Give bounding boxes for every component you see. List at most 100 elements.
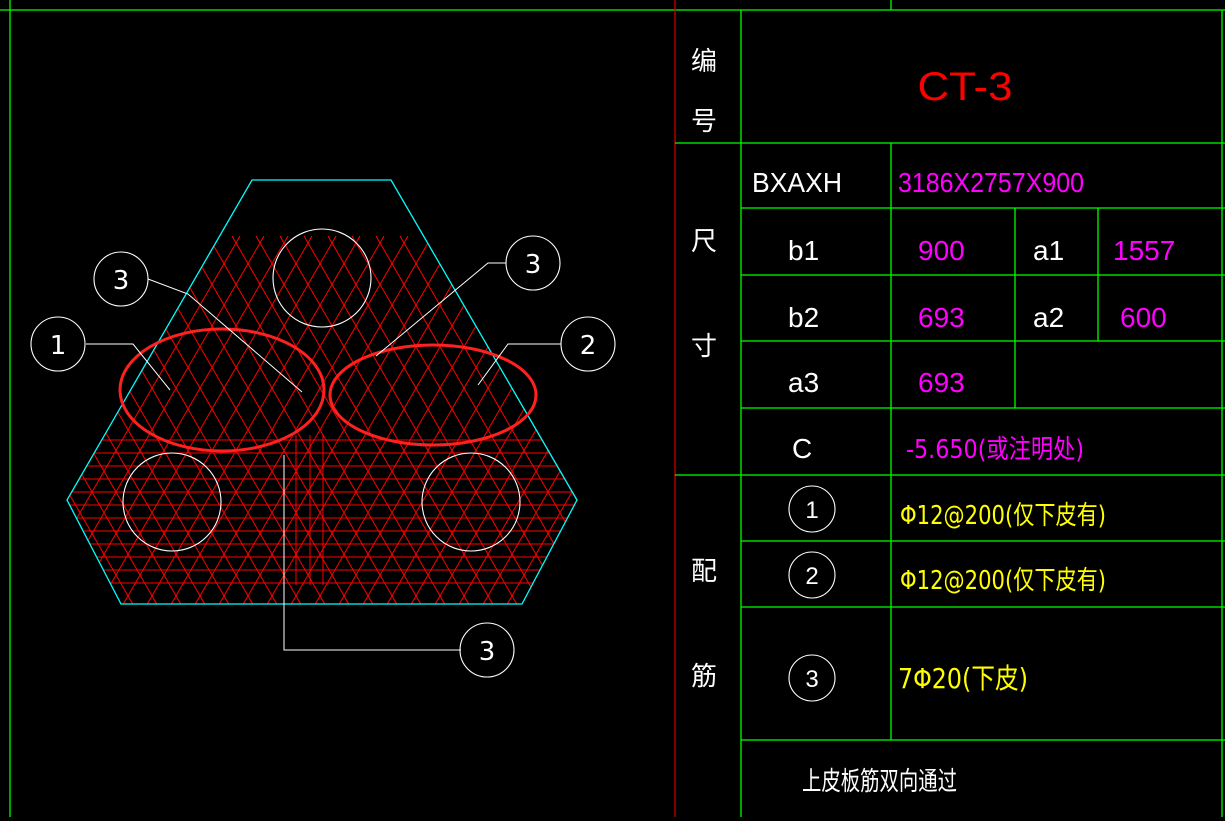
table-mark-1-circle: [788, 485, 836, 533]
rebar-line: [67, 235, 143, 604]
middle-rebar-bundle: [295, 435, 324, 585]
leader-3-upper-right: [375, 262, 506, 357]
right-highlight-ellipse: [328, 343, 538, 447]
rebar-line: [473, 235, 577, 604]
rebar-line: [67, 235, 265, 604]
rebar-line: [67, 235, 119, 604]
callout-2-circle: [560, 316, 616, 372]
rebar-line: [327, 235, 551, 604]
rebar-line: [207, 235, 431, 604]
category-labels: 编号 尺寸 配筋: [691, 47, 717, 692]
rebar-line: [377, 235, 577, 604]
callout-3-bottom-circle: [459, 622, 515, 678]
rebar-line: [161, 235, 385, 604]
rebar-line: [0, 236, 48, 620]
rebar-line: [233, 235, 457, 604]
a3-value: 693: [918, 367, 965, 398]
pile-left-circle: [122, 452, 222, 552]
rebar-line: [495, 235, 577, 604]
rebar-line: [67, 235, 191, 604]
rebar-line: [329, 235, 553, 604]
rebar-line: [425, 235, 577, 604]
rebar-line: [67, 235, 239, 604]
a2-label: a2: [1033, 302, 1064, 333]
rebar-line: [183, 235, 407, 604]
rebar-line: [375, 235, 577, 604]
table-mark-1-label: 1: [805, 497, 818, 524]
rebar-line: [567, 235, 577, 604]
rebar-line: [0, 236, 24, 620]
callout-3-upper-left-label: 3: [113, 266, 130, 296]
rebar-line: [67, 235, 215, 604]
c-value: -5.650(或注明处): [906, 435, 1084, 465]
rebar-line: [209, 235, 433, 604]
c-label: C: [792, 433, 812, 464]
pile-right-circle: [421, 452, 521, 552]
rebar-line: [135, 235, 359, 604]
rebar-line: [353, 235, 577, 604]
label-peijin: 配筋: [691, 557, 717, 692]
rebar-line: [569, 235, 577, 604]
b1-label: b1: [788, 235, 819, 266]
rebar-line: [351, 235, 575, 604]
callout-1-circle: [30, 316, 86, 372]
rebar-line: [89, 235, 313, 604]
left-highlight-ellipse: [118, 327, 326, 453]
rebar-line: [447, 235, 577, 604]
label-chicun: 尺寸: [691, 227, 717, 362]
a3-label: a3: [788, 367, 819, 398]
pile-cap-outline: [66, 179, 578, 605]
label-bianhao: 编号: [691, 47, 717, 137]
rebar-line: [67, 235, 287, 604]
rebar-line: [67, 235, 121, 604]
table-mark-3-label: 3: [805, 666, 818, 693]
rebar-line: [545, 235, 577, 604]
rebar-line: [67, 235, 73, 604]
rebar-2-spec: Φ12@200(仅下皮有): [900, 566, 1106, 596]
b2-label: b2: [788, 302, 819, 333]
rebar-line: [449, 235, 577, 604]
rebar-line: [67, 235, 95, 604]
table-mark-2-label: 2: [805, 563, 818, 590]
rebar-line: [67, 235, 241, 604]
leader-1: [86, 343, 171, 391]
rebar-line: [0, 236, 46, 620]
callout-3-upper-left-circle: [93, 251, 149, 307]
rebar-line: [185, 235, 409, 604]
rebar-line: [137, 235, 361, 604]
note-text: 上皮板筋双向通过: [802, 767, 957, 797]
rebar-line: [0, 236, 22, 620]
rebar-line: [67, 235, 97, 604]
callout-3-upper-right-circle: [505, 235, 561, 291]
rebar-line: [305, 235, 529, 604]
b1-value: 900: [918, 235, 965, 266]
rebar-line: [281, 235, 505, 604]
rebar-line: [497, 235, 577, 604]
table-grid: [675, 10, 1225, 817]
table-mark-3-circle: [788, 654, 836, 702]
callout-labels: 1 2 3 3 3: [50, 250, 597, 667]
bxaxh-value: 3186X2757X900: [898, 167, 1084, 198]
rebar-3-spec: 7Φ20(下皮): [898, 662, 1028, 695]
rebar-line: [67, 235, 167, 604]
rebar-line: [67, 235, 263, 604]
rebar-line: [279, 235, 503, 604]
leader-2: [477, 343, 561, 386]
callout-1-label: 1: [50, 331, 67, 361]
rebar-line: [543, 235, 577, 604]
leader-3-upper-left: [147, 278, 303, 393]
rebar-grid: [0, 235, 862, 620]
table-mark-2-circle: [788, 551, 836, 599]
leader-3-bottom: [283, 455, 461, 651]
a1-value: 1557: [1113, 235, 1175, 266]
rebar-line: [640, 236, 862, 620]
table-mark-circles: [788, 485, 836, 702]
rebar-line: [159, 235, 383, 604]
pile-top-circle: [272, 228, 372, 328]
callout-3-upper-right-label: 3: [525, 250, 542, 280]
rebar-line: [67, 235, 193, 604]
a1-label: a1: [1033, 235, 1064, 266]
